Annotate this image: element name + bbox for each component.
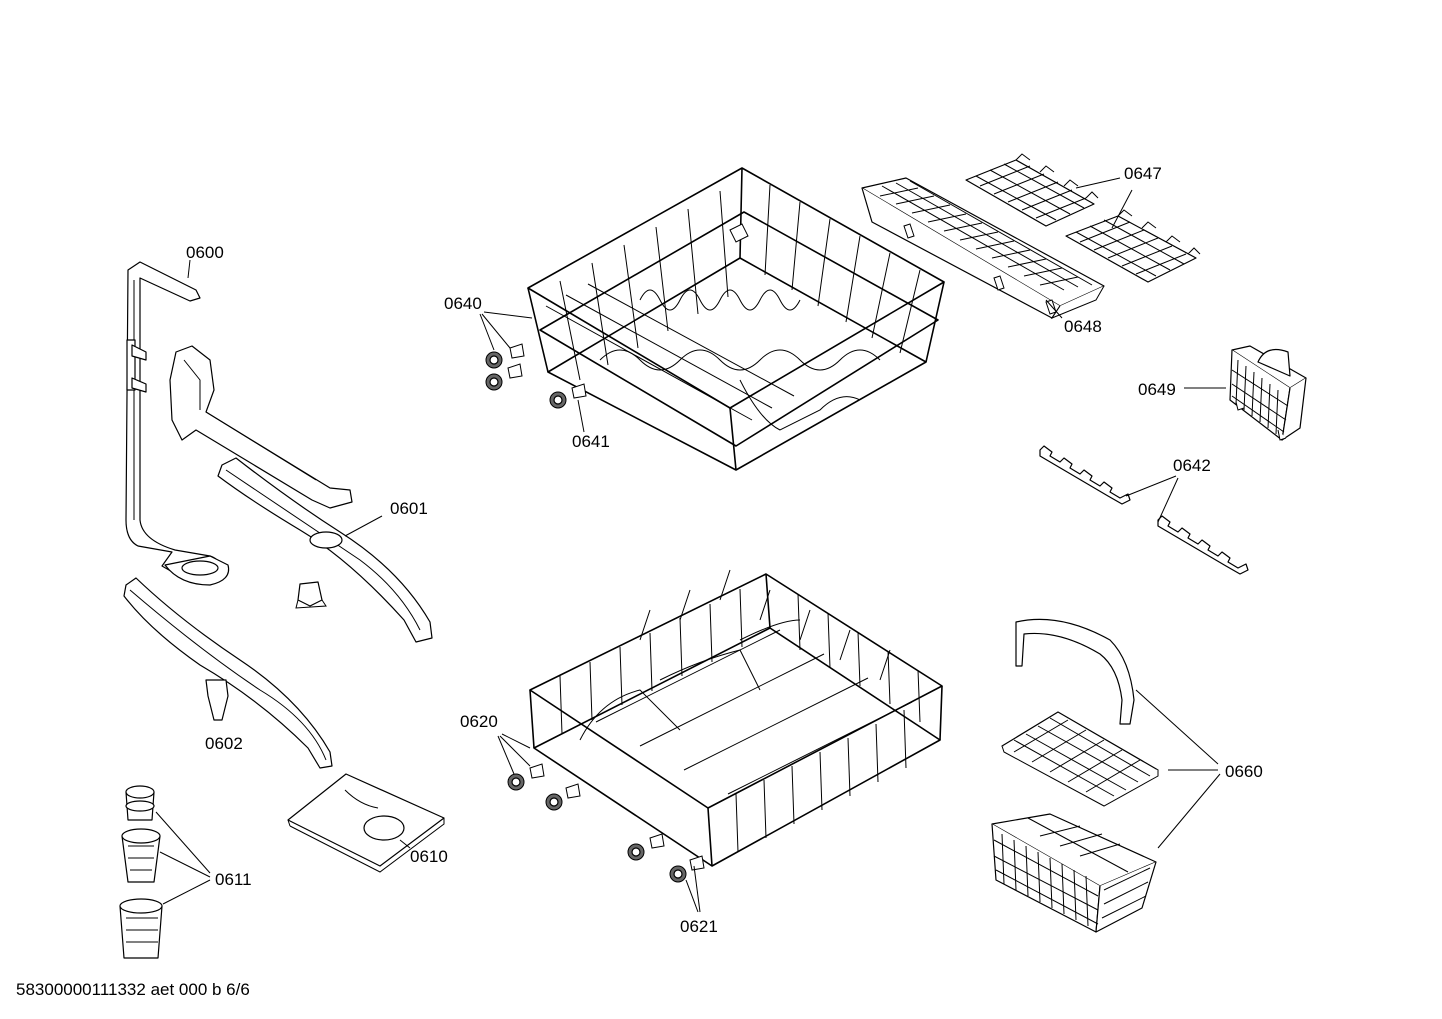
leader-0621-a xyxy=(685,879,699,913)
leader-0647-b xyxy=(1111,189,1133,229)
leader-0648 xyxy=(1045,299,1063,319)
upper-basket-rollers xyxy=(485,343,587,409)
lower-basket xyxy=(529,569,943,867)
part-0642-knife-shelves xyxy=(1039,445,1249,575)
label-0660: 0660 xyxy=(1225,762,1263,781)
leader-0611-a xyxy=(155,811,211,874)
label-0641: 0641 xyxy=(572,432,610,451)
label-0611: 0611 xyxy=(215,870,252,889)
leader-0640-c xyxy=(481,313,511,349)
label-0602: 0602 xyxy=(205,734,243,753)
leader-0641 xyxy=(577,399,585,433)
label-0642: 0642 xyxy=(1173,456,1211,475)
leader-0647-a xyxy=(1075,177,1121,189)
lower-basket-rollers xyxy=(507,763,705,883)
leader-0640-b xyxy=(479,313,495,351)
leader-0611-b xyxy=(159,851,211,878)
label-0649: 0649 xyxy=(1138,380,1176,399)
leader-0621-b xyxy=(693,865,701,913)
label-0600: 0600 xyxy=(186,243,224,262)
part-0649-cutlery-basket-small xyxy=(1229,345,1307,441)
part-0648-cutlery-tray xyxy=(861,177,1105,320)
part-0602-lower-spray-arm xyxy=(123,577,333,769)
leader-0601 xyxy=(344,515,383,537)
leader-0620-a xyxy=(501,733,531,749)
part-0647-cup-shelves xyxy=(965,153,1201,283)
leader-0620-b xyxy=(497,735,515,775)
upper-basket xyxy=(527,167,945,471)
label-0648: 0648 xyxy=(1064,317,1102,336)
leader-0660-a xyxy=(1135,689,1219,765)
leader-0600 xyxy=(187,259,191,279)
leader-0642-a xyxy=(1125,475,1177,497)
label-0620: 0620 xyxy=(460,712,498,731)
part-0611-filter-set xyxy=(119,785,163,959)
label-0601: 0601 xyxy=(390,499,428,518)
leader-0620-c xyxy=(499,735,531,767)
label-0621: 0621 xyxy=(680,917,718,936)
label-0647: 0647 xyxy=(1124,164,1162,183)
drawing-number-footer: 58300000111332 aet 000 b 6/6 xyxy=(16,980,250,999)
part-0601-upper-spray-arm xyxy=(217,457,433,643)
leader-0611-c xyxy=(162,879,211,905)
label-0610: 0610 xyxy=(410,847,448,866)
part-0600-supply-pipe xyxy=(125,261,353,586)
leader-0642-b xyxy=(1157,477,1179,523)
leader-0610 xyxy=(399,839,411,849)
part-0610-filter-plate xyxy=(287,773,445,873)
label-0640: 0640 xyxy=(444,294,482,313)
leader-0660-c xyxy=(1157,773,1221,849)
leader-0640-a xyxy=(483,311,533,319)
part-0660-cutlery-basket xyxy=(991,618,1159,933)
